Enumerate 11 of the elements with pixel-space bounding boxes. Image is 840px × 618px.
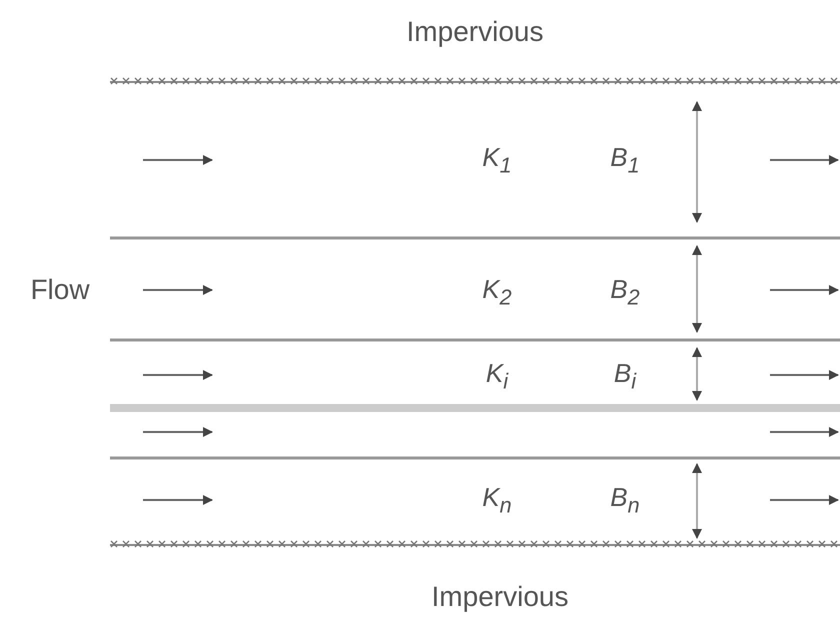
boundary-label: Impervious (432, 583, 568, 611)
thickness-symbol: B$_{1}$ (610, 144, 640, 176)
boundary-label: Impervious (406, 18, 544, 46)
flow-label: Flow (30, 276, 90, 304)
conductivity-symbol: K$_{n}$ (482, 484, 512, 516)
thickness-symbol: B$_{i}$ (614, 360, 636, 392)
conductivity-symbol: K$_{2}$ (482, 276, 512, 308)
conductivity-symbol: K$_{1}$ (482, 144, 512, 176)
thickness-symbol: B$_{n}$ (610, 484, 640, 516)
thickness-symbol: B$_{2}$ (610, 276, 640, 308)
conductivity-symbol: K$_{i}$ (486, 360, 508, 392)
